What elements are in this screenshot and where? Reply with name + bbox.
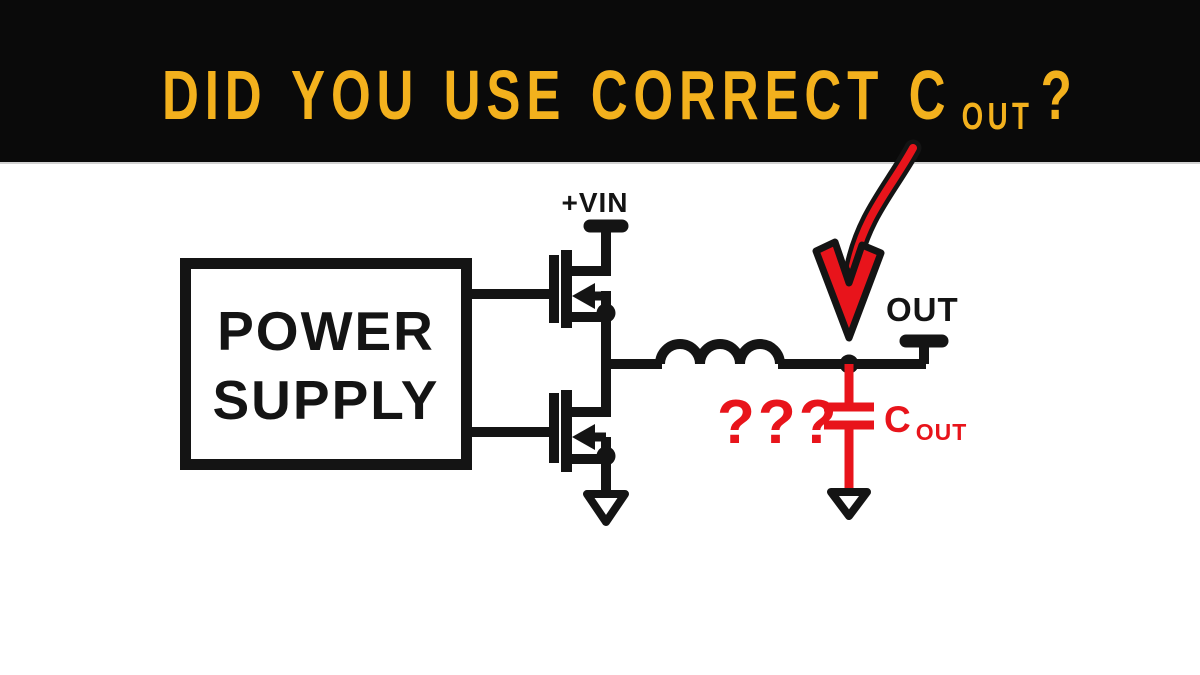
power-supply-box xyxy=(180,258,472,470)
cout-label-subscript: OUT xyxy=(915,419,968,445)
ground-icon xyxy=(583,490,629,526)
body-arrow-icon xyxy=(572,424,595,450)
ground-icon xyxy=(827,488,871,520)
power-supply-label-line1: POWER xyxy=(217,300,435,362)
title-question-mark: ? xyxy=(1040,56,1078,134)
title-text: DID YOU USE CORRECT C xyxy=(162,56,952,134)
low-side-mosfet-icon xyxy=(549,390,616,494)
inductor-icon xyxy=(655,339,785,365)
question-marks-label: ??? xyxy=(717,388,840,457)
arrow-head xyxy=(812,238,885,342)
body-arrow-icon xyxy=(572,283,595,309)
output-capacitor-icon xyxy=(824,364,874,492)
out-label: OUT xyxy=(886,291,959,328)
title-subscript: OUT xyxy=(961,96,1034,138)
vin-label: +VIN xyxy=(561,187,629,218)
power-supply-label: POWER SUPPLY xyxy=(191,297,461,435)
power-supply-label-line2: SUPPLY xyxy=(212,369,440,431)
annotation-arrow-icon xyxy=(812,139,922,342)
cout-label-c: C xyxy=(884,399,911,440)
